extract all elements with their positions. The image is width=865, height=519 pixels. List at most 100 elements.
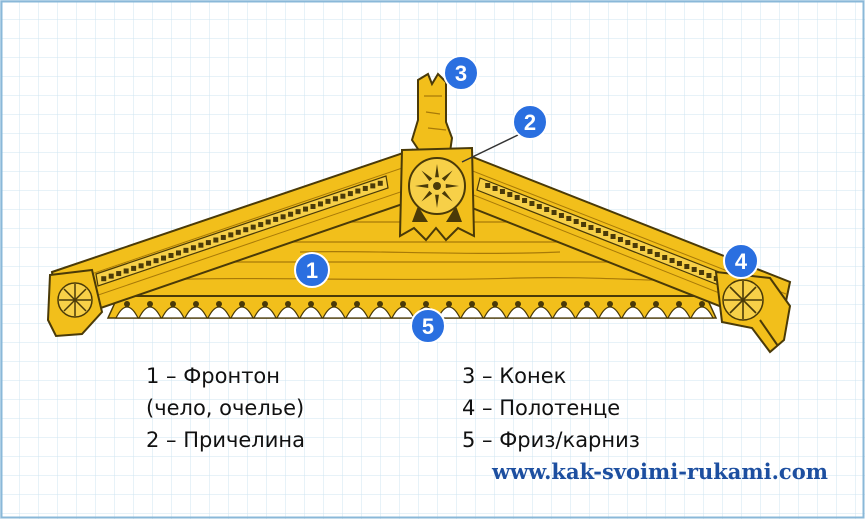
frieze-hole <box>193 301 199 307</box>
frieze-scallop <box>460 306 484 319</box>
carving-mark <box>347 191 353 197</box>
frieze-scallop <box>529 306 553 319</box>
frieze-scallop <box>184 306 208 319</box>
legend-item-3: 3 – Конек <box>462 364 567 388</box>
carving-mark <box>280 214 286 220</box>
carving-mark <box>213 237 219 243</box>
frieze-scallop <box>506 306 530 319</box>
frieze-hole <box>607 301 613 307</box>
rosette-petal <box>435 194 439 208</box>
carving-mark <box>573 219 579 224</box>
carving-mark <box>273 216 279 222</box>
carving-mark <box>243 227 249 233</box>
carving-mark <box>699 270 705 275</box>
carving-mark <box>617 237 623 242</box>
carving-mark <box>610 234 616 239</box>
carving-mark <box>536 204 542 209</box>
carving-mark <box>205 240 211 246</box>
frieze-hole <box>446 301 452 307</box>
frieze-hole <box>676 301 682 307</box>
rosette-petal <box>421 170 433 182</box>
frieze-scallop <box>299 306 323 319</box>
callout-2-leader <box>461 133 521 163</box>
callout-number-4: 4 <box>735 249 748 274</box>
carving-mark <box>492 186 498 191</box>
carving-mark <box>138 263 144 269</box>
rosette-petal <box>421 190 433 202</box>
callout-badge-4: 4 <box>723 243 759 279</box>
carving-mark <box>603 231 609 236</box>
carving-mark <box>303 206 309 212</box>
callout-number-5: 5 <box>422 314 434 339</box>
carving-mark <box>295 209 301 215</box>
carving-mark <box>108 273 114 279</box>
carving-mark <box>676 261 682 266</box>
callout-badge-1: 1 <box>294 252 330 288</box>
center-rosette-board <box>398 146 476 242</box>
frieze-scallop <box>276 306 300 319</box>
carving-mark <box>654 252 660 257</box>
carving-mark <box>588 225 594 230</box>
carving-mark <box>325 198 331 204</box>
carving-mark <box>691 267 697 272</box>
carving-mark <box>310 204 316 209</box>
watermark-url: www.kak-svoimi-rukami.com <box>492 459 828 484</box>
frieze-scallop <box>138 306 162 319</box>
carving-mark <box>558 213 564 218</box>
towel-left <box>46 268 104 338</box>
carving-mark <box>168 253 174 258</box>
rosette-petal <box>445 184 459 188</box>
rosette-petal <box>441 190 453 202</box>
carving-mark <box>566 216 572 221</box>
carving-mark <box>228 232 234 238</box>
carving-mark <box>647 249 653 254</box>
callout-badge-3: 3 <box>443 55 479 91</box>
frieze-hole <box>216 301 222 307</box>
carving-mark <box>161 255 167 261</box>
frieze-scallop <box>690 306 714 319</box>
callout-badge-2: 2 <box>512 104 548 140</box>
frieze-scallop <box>552 306 576 319</box>
frieze-hole <box>584 301 590 307</box>
frieze-scallop <box>621 306 645 319</box>
carving-mark <box>220 234 226 240</box>
carving-mark <box>258 222 264 228</box>
frieze-hole <box>630 301 636 307</box>
rosette-petal <box>415 184 429 188</box>
frieze-scallop <box>345 306 369 319</box>
carving-mark <box>317 201 323 207</box>
carving-mark <box>662 255 668 260</box>
frieze-scallop <box>483 306 507 319</box>
carving-mark <box>684 264 690 269</box>
frieze-hole <box>492 301 498 307</box>
frieze-hole <box>124 301 130 307</box>
carving-mark <box>131 265 137 271</box>
frieze-hole <box>653 301 659 307</box>
carving-mark <box>529 201 535 206</box>
frieze-hole <box>423 301 429 307</box>
carving-mark <box>101 276 107 282</box>
callout-number-2: 2 <box>524 110 536 135</box>
carving-mark <box>235 229 241 235</box>
frieze-scallop <box>598 306 622 319</box>
carving-mark <box>362 185 368 191</box>
carving-mark <box>265 219 271 225</box>
frieze-hole <box>170 301 176 307</box>
frieze-hole <box>538 301 544 307</box>
carving-mark <box>632 243 638 248</box>
frieze-scallop <box>161 306 185 319</box>
legend-item-2: 2 – Причелина <box>146 428 305 452</box>
frieze-hole <box>262 301 268 307</box>
carving-mark <box>507 192 513 197</box>
frieze-scallop <box>115 306 139 319</box>
callout-badge-5: 5 <box>410 308 446 344</box>
carving-mark <box>153 258 159 264</box>
legend-item-4: 4 – Полотенце <box>462 396 621 420</box>
callout-number-3: 3 <box>455 61 467 86</box>
frieze-scallop <box>230 306 254 319</box>
frieze-scallop <box>322 306 346 319</box>
frieze-hole <box>699 301 705 307</box>
